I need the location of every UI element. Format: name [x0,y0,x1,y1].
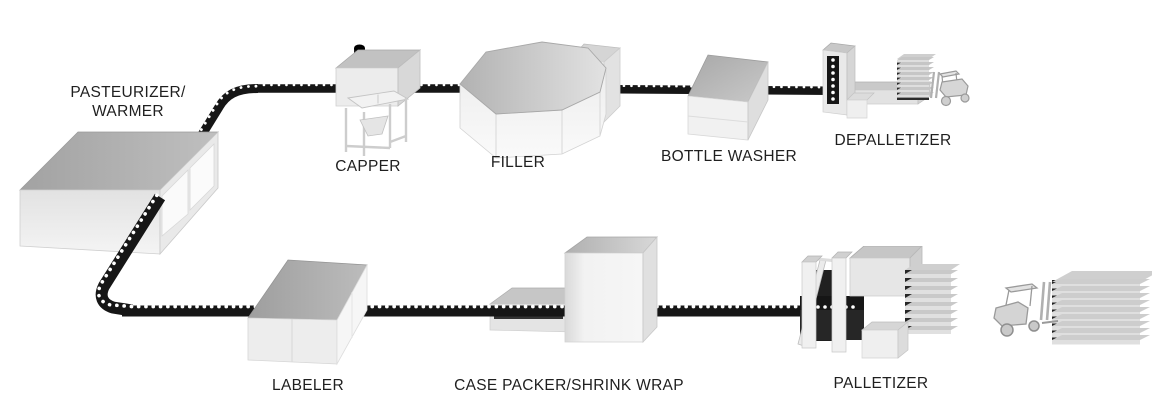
forklift-with-pallets [992,266,1152,358]
label-palletizer: PALLETIZER [833,375,929,392]
pallet-stack-icon [905,264,960,334]
palletizer-machine [792,246,968,362]
pallet-stack-icon [1052,271,1152,345]
case-packer-cube [558,236,662,348]
forklift-icon [993,281,1059,337]
pasteurizer-machine [12,126,224,262]
label-labeler: LABELER [272,377,344,394]
bottle-washer-machine [680,46,772,146]
filler-machine [452,28,624,160]
label-filler: FILLER [490,154,546,171]
label-bottle-washer: BOTTLE WASHER [661,148,797,165]
depalletizer-machine [818,42,976,128]
labeler-machine [246,256,372,372]
pallet-stack-icon [897,54,936,100]
pasteurizer-label-line1: PASTEURIZER/ [70,84,186,101]
pasteurizer-label-line2: WARMER [92,103,164,120]
label-case-packer: CASE PACKER/SHRINK WRAP [454,377,684,394]
label-depalletizer: DEPALLETIZER [834,132,952,149]
capper-machine [330,42,426,164]
label-pasteurizer: PASTEURIZER/ WARMER [48,83,208,121]
forklift-icon [929,70,970,107]
label-capper: CAPPER [335,158,401,175]
